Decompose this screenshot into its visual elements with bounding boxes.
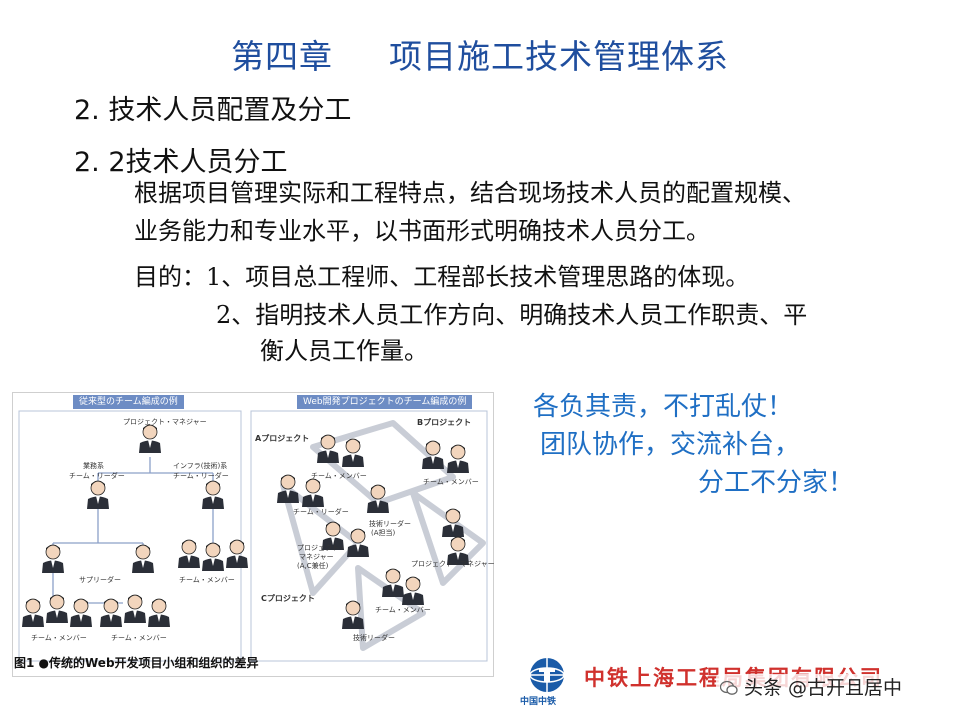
logo-text: 中国中铁 (520, 697, 557, 707)
left-people (21, 424, 249, 628)
figure-diagram (18, 410, 488, 662)
left-supplier-label: サプリーダー (79, 576, 121, 584)
watermark-text: 头条 @古开且居中 (744, 677, 903, 699)
right-pm: プロジェクト・ (297, 544, 346, 552)
left-infra-label: インフラ(技術)系 (173, 462, 228, 470)
right-tech-leader-c: 技術リーダー (353, 634, 395, 642)
slogan-3: 分工不分家！ (698, 468, 855, 498)
right-tech-leader: 技術リーダー (369, 520, 411, 528)
right-pm-3: (A,C兼任) (297, 562, 329, 570)
right-team-member-a: チーム・メンバー (311, 472, 367, 480)
right-team-member-c: チーム・メンバー (375, 606, 431, 614)
left-biz-role: チーム・リーダー (69, 472, 125, 480)
left-member-right: チーム・メンバー (179, 576, 235, 584)
wechat-icon (720, 680, 738, 695)
watermark: 头条 @古开且居中 (716, 674, 911, 702)
slogan-2: 团队协作，交流补台， (540, 430, 801, 460)
right-a-project: Aプロジェクト (255, 434, 310, 443)
purpose-item-2: 2、指明技术人员工作方向、明确技术人员工作职责、平 (216, 301, 808, 329)
right-pm-b: プロジェクト・マネジャー (411, 560, 495, 568)
slide-title: 第四章 项目施工技术管理体系 (0, 30, 960, 78)
figure-right-title: Web開発プロジェクトのチーム編成の例 (297, 395, 473, 409)
purpose-label: 目的： (134, 263, 206, 291)
left-biz-label: 業務系 (83, 462, 104, 470)
heading-staffing: 2. 技术人员配置及分工 (74, 95, 352, 126)
right-tech-leader-sub: (A担当) (371, 529, 396, 537)
right-c-project: Cプロジェクト (261, 594, 315, 603)
left-pm-label: プロジェクト・マネジャー (123, 418, 207, 426)
right-team-leader: チーム・リーダー (293, 508, 349, 516)
right-team-member-b: チーム・メンバー (423, 478, 479, 486)
figure-left-title: 従来型のチーム編成の例 (73, 395, 184, 409)
left-member-bm: チーム・メンバー (111, 634, 167, 642)
heading-division: 2. 2技术人员分工 (74, 147, 288, 178)
left-member-bl: チーム・メンバー (31, 634, 87, 642)
purpose-line-1: 目的：1、项目总工程师、工程部长技术管理思路的体现。 (134, 258, 749, 296)
slogan-1: 各负其责，不打乱仗！ (533, 392, 794, 422)
purpose-item-2-cont: 衡人员工作量。 (260, 337, 428, 365)
purpose-item-1: 1、项目总工程师、工程部长技术管理思路的体现。 (206, 263, 750, 291)
right-pm-2: マネジャー (299, 553, 334, 561)
title-text: 项目施工技术管理体系 (389, 37, 729, 76)
body-line-1: 根据项目管理实际和工程特点，结合现场技术人员的配置规模、 (134, 179, 806, 207)
crec-logo-icon (529, 658, 565, 692)
crec-logo (517, 656, 577, 714)
chapter-label: 第四章 (231, 37, 333, 76)
team-structure-figure: 従来型のチーム編成の例 Web開発プロジェクトのチーム編成の例 (12, 392, 495, 677)
figure-caption: 图1 ●传统的Web开发项目小组和组织的差异 (14, 656, 259, 670)
left-infra-role: チーム・リーダー (173, 472, 229, 480)
right-b-project: Bプロジェクト (417, 418, 472, 427)
body-line-2: 业务能力和专业水平，以书面形式明确技术人员分工。 (134, 217, 710, 245)
